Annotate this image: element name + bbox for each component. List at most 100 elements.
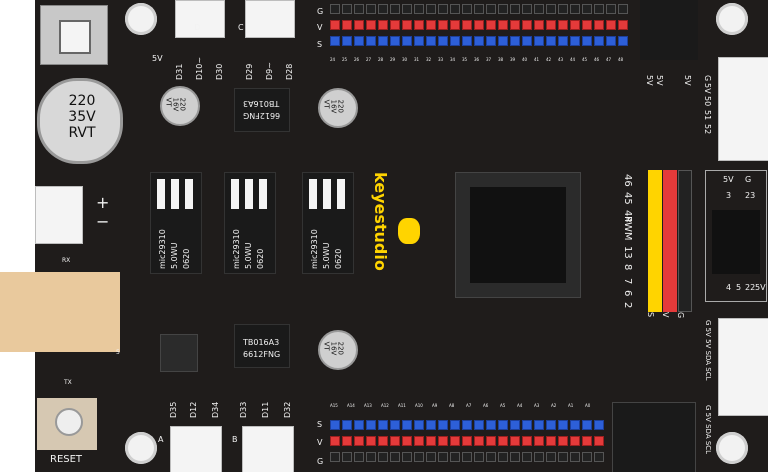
brand-name: keyestudio <box>371 172 390 271</box>
reset-button[interactable] <box>55 408 83 436</box>
header-label-g: G <box>317 7 324 16</box>
bottom-label-g: G <box>317 457 324 466</box>
bottom-label-v: V <box>317 438 323 447</box>
label-d: D <box>194 23 201 32</box>
serial-connector <box>718 57 768 161</box>
grid-label-g: G <box>745 175 752 184</box>
bottom-right-header <box>612 402 696 472</box>
serial-label-2: 5V <box>655 75 664 86</box>
serial-top-51: 51 <box>703 110 712 121</box>
jack-line3: RVT <box>68 125 96 142</box>
pwm-row-g: G <box>676 312 685 319</box>
label-a: A <box>158 435 164 444</box>
voltage-regulator-2: mic29310 5.0WU 0620 <box>224 172 276 274</box>
header-top-vcc-row <box>330 20 630 30</box>
pwm-header <box>648 170 692 312</box>
capacitor-1: 220 16V VT <box>160 86 200 126</box>
pin-d32: D32 <box>283 401 292 418</box>
pin-d33: D33 <box>239 401 248 418</box>
power-jack: 220 35V RVT <box>37 78 123 164</box>
grid-label-5v: 5V <box>723 175 734 184</box>
serial-top-g: G <box>703 75 712 82</box>
bottom-signal-row <box>330 420 606 430</box>
power-terminal <box>35 186 83 244</box>
grid-label-22: 22 <box>745 283 756 292</box>
main-mcu <box>455 172 581 298</box>
pwm-signal-column <box>648 170 662 312</box>
power-plus: + <box>96 193 110 212</box>
i2c-label-2: G 5V SDA SCL <box>704 405 712 455</box>
pin-d30: D30 <box>215 63 224 80</box>
serial-label-1: 5V <box>645 75 654 86</box>
rx-label: RX <box>62 257 71 264</box>
pin-d28: D28 <box>285 63 294 80</box>
grid-label-23: 23 <box>745 191 756 200</box>
pwm-label: PWM <box>622 216 633 241</box>
pin-d12: D12 <box>189 401 198 418</box>
grid-label-5v2: 5V <box>755 283 766 292</box>
voltage-regulator-3: mic29310 5.0WU 0620 <box>302 172 354 274</box>
header-label-v: V <box>317 23 323 32</box>
voltage-regulator-1: mic29310 5.0WU 0620 <box>150 172 202 274</box>
pwm-row-s: S <box>646 312 655 318</box>
pin-d31: D31 <box>175 63 184 80</box>
power-switch[interactable] <box>40 5 108 65</box>
i2c-connector <box>718 318 768 416</box>
label-c: C <box>238 23 244 32</box>
mcu-die <box>470 187 566 283</box>
serial-top-52: 52 <box>703 124 712 135</box>
header-label-s: S <box>317 40 323 49</box>
bottom-gnd-row <box>330 452 606 462</box>
power-minus: − <box>96 212 110 231</box>
grid-label-4: 4 <box>726 283 732 292</box>
header-top-numbers: 24 25 26 27 28 29 30 31 32 33 34 35 36 3… <box>330 57 624 62</box>
mounting-hole <box>716 3 748 35</box>
header-top-signal-row <box>330 36 630 46</box>
motor-driver-2: TB016A3 6612FNG <box>234 324 290 368</box>
label-5: 5 <box>116 349 120 356</box>
pin-d10: D10~ <box>195 56 204 80</box>
grid-label-3: 3 <box>726 191 732 200</box>
serial-top-50: 50 <box>703 96 712 107</box>
digital-pin-header <box>712 210 760 274</box>
bottom-header-numbers: A15 A14 A13 A12 A11 A10 A9 A8 A7 A6 A5 A… <box>330 403 591 408</box>
reset-button-housing <box>37 398 97 450</box>
reset-label: RESET <box>50 454 83 465</box>
capacitor-2: 220 16V VT <box>318 88 358 128</box>
ladybug-logo-icon <box>398 218 420 244</box>
serial-label-3: 5V <box>683 75 692 86</box>
capacitor-3: 220 16V VT <box>318 330 358 370</box>
label-5v: 5V <box>152 54 163 63</box>
jack-line1: 220 <box>68 93 96 109</box>
pwm-vcc-column <box>663 170 677 312</box>
tx-label: TX <box>64 379 72 386</box>
pwm-row-v: V <box>661 312 670 318</box>
pin-d9: D9~ <box>265 62 274 80</box>
bottom-vcc-row <box>330 436 606 446</box>
mounting-hole <box>716 432 748 464</box>
label-b: B <box>232 435 238 444</box>
grid-label-5: 5 <box>736 283 742 292</box>
digital-pin-box <box>705 170 767 302</box>
motor-driver-1: TB016A3 6612FNG <box>234 88 290 132</box>
switch-lever[interactable] <box>59 20 91 54</box>
pwm-gnd-column <box>678 170 692 312</box>
serial-top-5v: 5V <box>703 83 712 94</box>
usb-chip <box>160 334 198 372</box>
usb-connector <box>0 272 120 352</box>
motor-connector-a <box>170 426 222 472</box>
mounting-hole <box>125 432 157 464</box>
bottom-label-s: S <box>317 420 323 429</box>
pin-d34: D34 <box>211 401 220 418</box>
motor-connector-c <box>245 0 295 38</box>
motor-connector-b <box>242 426 294 472</box>
i2c-label: G 5V 5V SDA SCL <box>704 320 712 381</box>
pin-d35: D35 <box>169 401 178 418</box>
pin-d29: D29 <box>245 63 254 80</box>
motor-connector-d <box>175 0 225 38</box>
jack-line2: 35V <box>68 109 96 126</box>
header-top-gnd-row <box>330 4 630 14</box>
pwm-pin-labels: 46 45 44 13 8 7 6 2 <box>622 174 633 309</box>
pin-d11: D11 <box>261 401 270 418</box>
